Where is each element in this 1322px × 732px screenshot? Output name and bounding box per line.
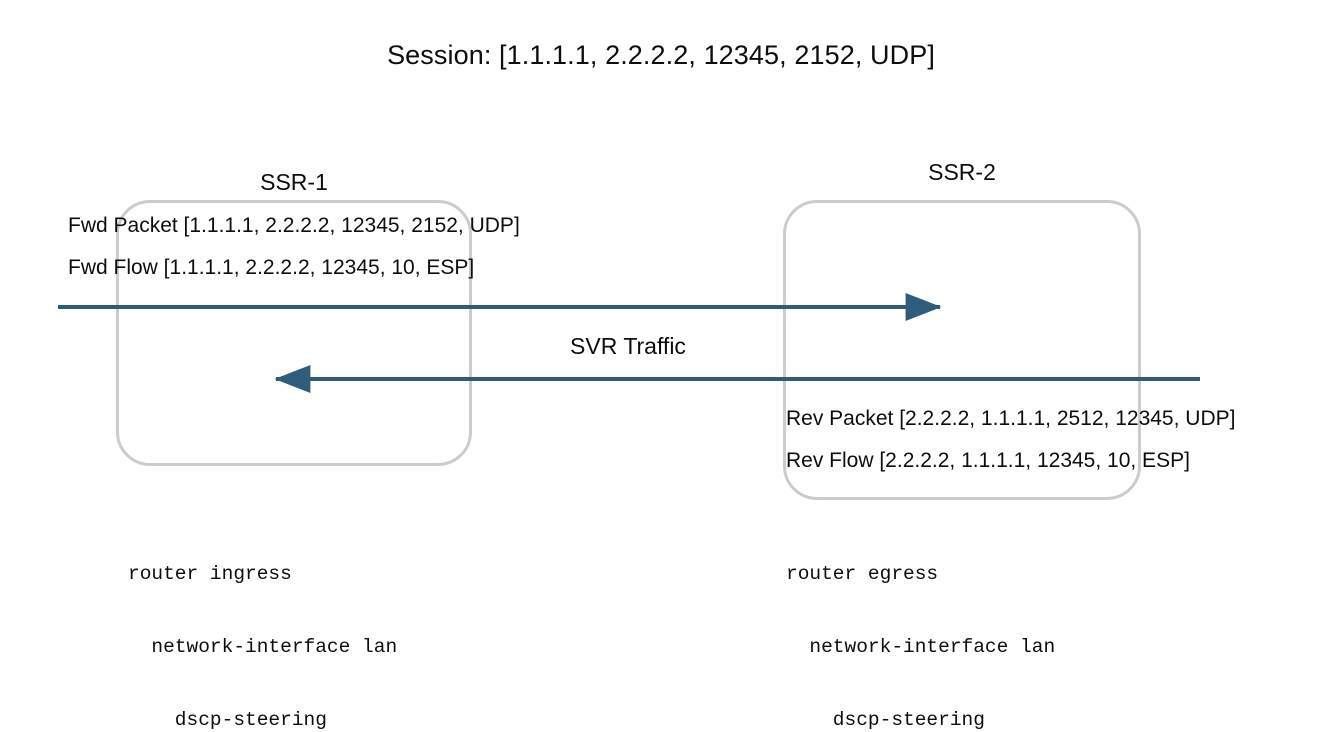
config-line: network-interface lan — [786, 636, 1056, 659]
page-title: Session: [1.1.1.1, 2.2.2.2, 12345, 2152,… — [387, 40, 935, 70]
fwd-flow-annotation: Fwd Flow [1.1.1.1, 2.2.2.2, 12345, 10, E… — [68, 256, 475, 279]
router-box-ssr2 — [783, 200, 1141, 500]
router-label-ssr2: SSR-2 — [928, 159, 996, 185]
config-line: router ingress — [128, 563, 292, 586]
config-line: router egress — [786, 563, 939, 586]
router-label-ssr1: SSR-1 — [260, 169, 328, 195]
egress-config-block: router egress network-interface lan dscp… — [786, 514, 1079, 732]
config-line: network-interface lan — [128, 636, 398, 659]
rev-flow-annotation: Rev Flow [2.2.2.2, 1.1.1.1, 12345, 10, E… — [786, 449, 1190, 472]
router-box-ssr1 — [116, 200, 472, 466]
config-line: dscp-steering — [786, 708, 985, 731]
svr-traffic-label: SVR Traffic — [570, 333, 686, 359]
ingress-config-block: router ingress network-interface lan dsc… — [128, 514, 421, 732]
config-line: dscp-steering — [128, 708, 327, 731]
fwd-packet-annotation: Fwd Packet [1.1.1.1, 2.2.2.2, 12345, 215… — [68, 214, 520, 237]
rev-packet-annotation: Rev Packet [2.2.2.2, 1.1.1.1, 2512, 1234… — [786, 407, 1236, 430]
